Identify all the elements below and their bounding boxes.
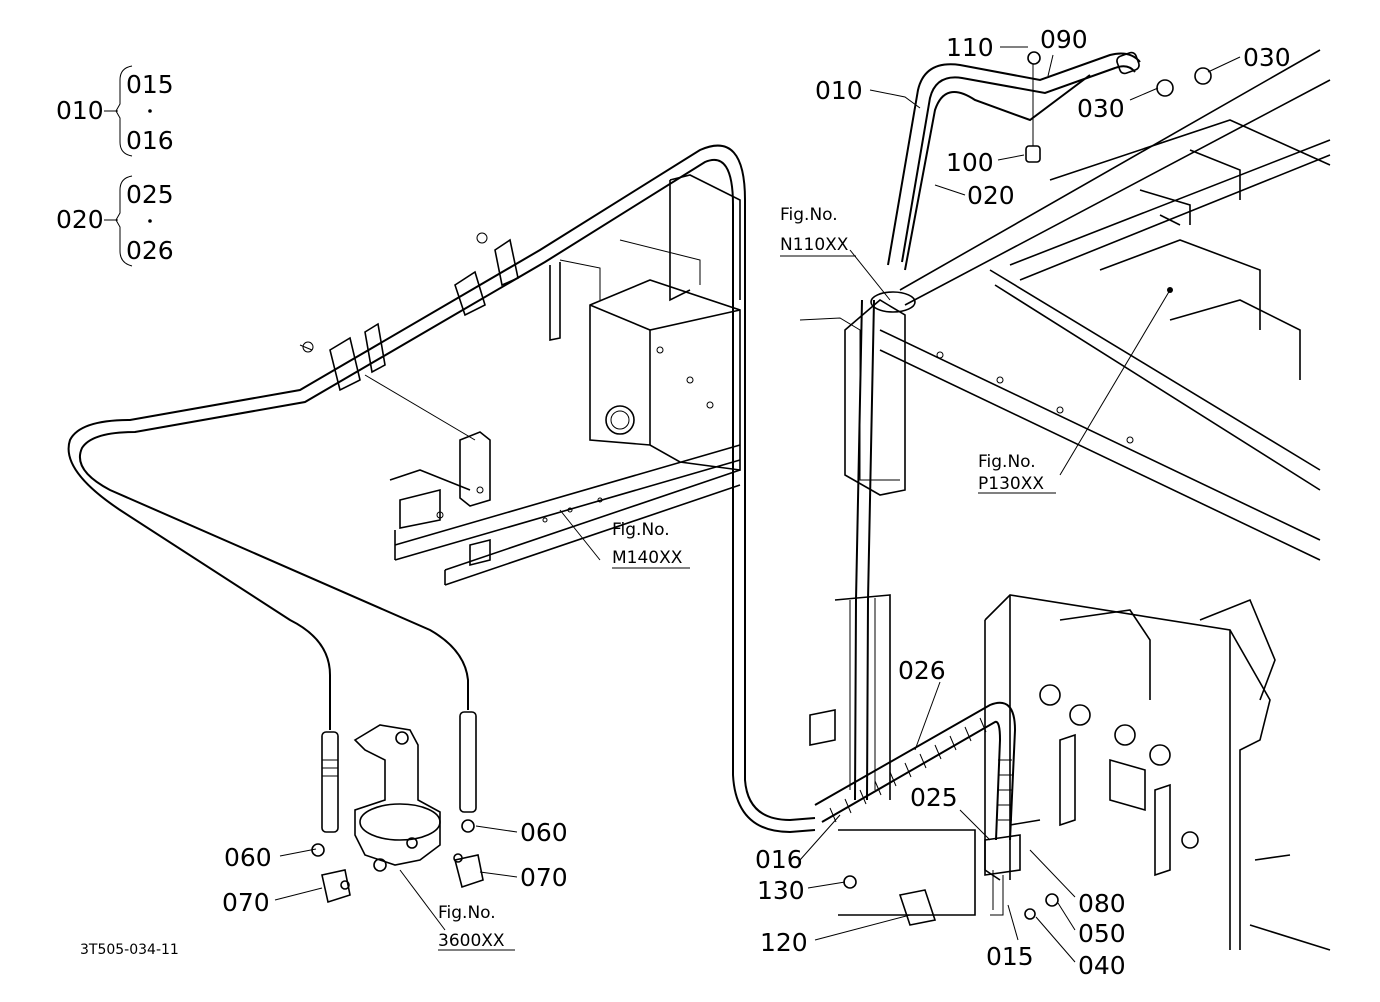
legend-child-015: 015 (126, 70, 174, 99)
callout-050: 050 (1078, 919, 1126, 948)
callout-080: 080 (1078, 889, 1126, 918)
callout-030-right: 030 (1243, 43, 1291, 72)
callout-020: 020 (967, 181, 1015, 210)
fig-ref-m140-prefix: Fig.No. (612, 520, 670, 540)
callout-026: 026 (898, 656, 946, 685)
figure-refs: Fig.No. N110XX Fig.No. M140XX Fig.No. P1… (438, 205, 1044, 951)
fig-ref-3600-prefix: Fig.No. (438, 903, 496, 923)
callout-016: 016 (755, 845, 803, 874)
drawing-code: 3T505-034-11 (80, 942, 179, 958)
upper-pipes (854, 51, 1212, 801)
valve-assembly (311, 711, 484, 904)
fig-ref-p130-number: P130XX (978, 474, 1044, 494)
callout-025: 025 (910, 783, 958, 812)
callout-130: 130 (757, 876, 805, 905)
legend-child-016: 016 (126, 126, 174, 155)
leader-lines (274, 46, 1241, 963)
legend-parent-010: 010 (56, 96, 104, 125)
callout-090: 090 (1040, 25, 1088, 54)
callout-labels: 110 090 010 030 030 100 020 026 025 016 … (222, 25, 1291, 980)
callout-060-left: 060 (224, 843, 272, 872)
fig-ref-3600-number: 3600XX (438, 931, 505, 951)
corrugated-hose (814, 701, 1059, 920)
callout-120: 120 (760, 928, 808, 957)
callout-010: 010 (815, 76, 863, 105)
callout-060-right: 060 (520, 818, 568, 847)
hose-loop-left (67, 144, 816, 834)
fig-ref-n110-number: N110XX (780, 235, 849, 255)
callout-100: 100 (946, 148, 994, 177)
left-frame (364, 174, 741, 586)
legend-child-025: 025 (126, 180, 174, 209)
fig-ref-n110-prefix: Fig.No. (780, 205, 838, 225)
legend-child-026: 026 (126, 236, 174, 265)
right-upper-frame (799, 49, 1331, 561)
right-lower-frame (809, 594, 1331, 951)
callout-040: 040 (1078, 951, 1126, 980)
callout-015: 015 (986, 942, 1034, 971)
callout-110: 110 (946, 33, 994, 62)
fig-ref-m140-number: M140XX (612, 548, 683, 568)
legend: 010 015 016 020 025 026 (56, 65, 174, 267)
callout-070-right: 070 (520, 863, 568, 892)
fig-ref-p130-prefix: Fig.No. (978, 452, 1036, 472)
legend-parent-020: 020 (56, 205, 104, 234)
callout-030-left: 030 (1077, 94, 1125, 123)
callout-070-left: 070 (222, 888, 270, 917)
